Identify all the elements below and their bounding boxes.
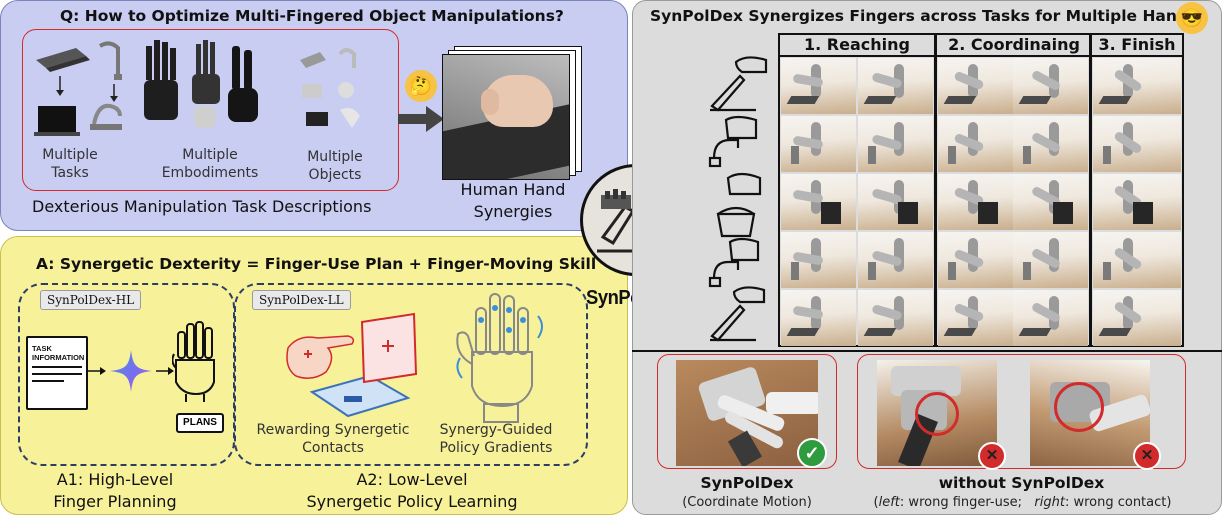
grid-divider-2 [1089, 33, 1092, 347]
sim-thumbnail [781, 58, 856, 114]
sim-thumbnail [1093, 232, 1181, 288]
answer-title: A: Synergetic Dexterity = Finger-Use Pla… [36, 255, 597, 273]
subtitle-left-text: : wrong finger-use; [899, 495, 1022, 510]
section-separator [632, 350, 1222, 352]
wrong-contact-photo [1030, 360, 1150, 466]
ai-sparkle-icon [110, 350, 152, 392]
a2-low-level-label: A2: Low-Level Synergetic Policy Learning [306, 470, 518, 511]
synpoldex-hl-tag: SynPolDex-HL [40, 290, 142, 310]
without-synpoldex-title: without SynPolDex [938, 474, 1105, 492]
sim-thumbnail [781, 232, 856, 288]
column-header-finish: 3. Finish [1098, 35, 1176, 54]
sim-thumbnail [938, 58, 1013, 114]
synpoldex-ll-tag: SynPolDex-LL [252, 290, 351, 310]
synergetic-contacts-illustration [286, 312, 418, 418]
rewarding-contacts-label: Rewarding Synergetic Contacts [256, 422, 410, 456]
subtitle-right-em: right [1034, 495, 1065, 510]
sim-thumbnail [938, 174, 1013, 230]
grid-divider-1 [934, 33, 937, 347]
sim-thumbnail [858, 58, 933, 114]
without-synpoldex-subtitle: (left: wrong finger-use; right: wrong co… [845, 495, 1200, 510]
right-arrow-icon [398, 106, 444, 132]
sim-thumbnail [781, 174, 856, 230]
synpoldex-result-subtitle: (Coordinate Motion) [682, 495, 812, 510]
multiple-tasks-label: Multiple Tasks [42, 147, 98, 181]
task-information-document: TASK INFORMATION [26, 336, 88, 410]
task-description-caption: Dexterious Manipulation Task Description… [32, 197, 372, 216]
sim-thumbnail [1013, 116, 1088, 172]
robot-hands-illustration [144, 40, 258, 128]
multiple-objects-label: Multiple Objects [307, 149, 363, 183]
sim-thumbnail [938, 232, 1013, 288]
sim-thumbnail [858, 174, 933, 230]
laptop-and-faucet-illustration [34, 41, 122, 136]
low-level-dashed-box [234, 283, 588, 466]
sim-thumbnail [781, 116, 856, 172]
sim-thumbnail [1013, 174, 1088, 230]
cross-icon-right: ✕ [1133, 442, 1161, 470]
multiple-embodiments-label: Multiple Embodiments [161, 147, 259, 181]
human-hand-photo [442, 54, 570, 180]
policy-gradients-label: Synergy-Guided Policy Gradients [439, 422, 553, 456]
sim-thumbnail [1093, 58, 1181, 114]
sim-thumbnail [1093, 290, 1181, 346]
column-header-reaching: 1. Reaching [804, 35, 910, 54]
synergy-hand-illustration [456, 293, 543, 423]
cool-face-icon: 😎 [1176, 2, 1208, 34]
arrow-to-ai-icon [88, 367, 106, 375]
a1-high-level-label: A1: High-Level Finger Planning [53, 470, 177, 511]
sim-thumbnail [858, 116, 933, 172]
sim-thumbnail [938, 116, 1013, 172]
thinking-face-icon: 🤔 [405, 70, 437, 102]
plans-box: PLANS [176, 413, 224, 433]
objects-illustration [300, 48, 360, 128]
cross-icon-left: ✕ [978, 442, 1006, 470]
sim-thumbnail [858, 290, 933, 346]
sim-thumbnail [1013, 232, 1088, 288]
check-icon: ✓ [797, 438, 827, 468]
sim-thumbnail [1093, 174, 1181, 230]
subtitle-right-text: : wrong contact) [1064, 495, 1172, 510]
subtitle-left-em: left [878, 495, 900, 510]
column-header-coordinating: 2. Coordinaing [948, 35, 1080, 54]
sim-thumbnail [1013, 290, 1088, 346]
synpoldex-result-photo [676, 360, 818, 466]
wrong-finger-use-photo [877, 360, 997, 466]
robot-hand-outline-icon [172, 321, 215, 402]
synpoldex-result-title: SynPolDex [700, 474, 794, 492]
arrow-to-hand-icon [156, 367, 174, 375]
task-information-label: TASK INFORMATION [32, 344, 85, 362]
right-panel-title: SynPolDex Synergizes Fingers across Task… [650, 7, 1198, 25]
task-description-box [22, 29, 399, 191]
sim-thumbnail [938, 290, 1013, 346]
sim-thumbnail [1093, 116, 1181, 172]
subtitle-open-paren: ( [873, 495, 879, 510]
sim-thumbnail [1013, 58, 1088, 114]
question-title: Q: How to Optimize Multi-Fingered Object… [60, 7, 564, 25]
human-hand-synergies-label: Human Hand Synergies [460, 180, 566, 221]
task-icons-column [708, 56, 768, 342]
grid-header-line [778, 55, 1184, 57]
grid-frame [778, 33, 1184, 347]
sim-thumbnail [781, 290, 856, 346]
sim-thumbnail [858, 232, 933, 288]
